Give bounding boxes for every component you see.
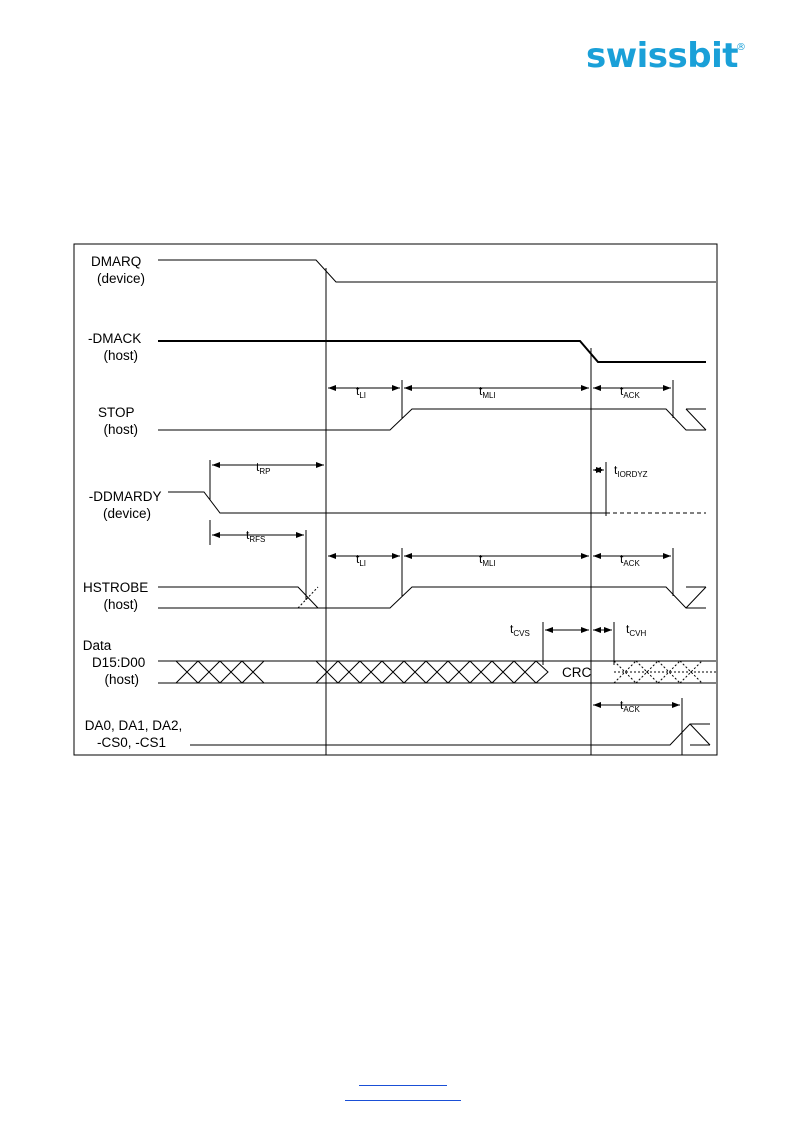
waveform-hstrobe-transition (297, 586, 707, 609)
swissbit-logo: swissbit ® (586, 36, 746, 76)
timing-label-hstrobe-li: tLI (356, 552, 366, 568)
timing-label-rp: tRP (256, 460, 270, 476)
waveform-stop (158, 408, 706, 431)
timing-label-iordyz: tIORDYZ (614, 463, 648, 479)
timing-label-stop-li: tLI (356, 384, 366, 400)
brand-wordmark: swissbit (586, 36, 738, 76)
data-bus-crc-label: CRC (562, 665, 591, 680)
signal-label-ddmardy: -DDMARDY (device) (89, 489, 165, 521)
data-bus-dont-care (613, 660, 716, 684)
footer-link-2[interactable] (345, 1100, 461, 1101)
waveform-stop-transition (685, 408, 707, 431)
signal-label-stop: STOP (host) (98, 405, 138, 437)
waveform-addr-transition (689, 723, 711, 746)
waveform-dmarq (158, 259, 716, 283)
waveform-addr (190, 723, 710, 746)
timing-label-cvh: tCVH (626, 622, 646, 638)
waveform-dmack (158, 340, 706, 363)
timing-label-stop-mli: tMLI (479, 384, 496, 400)
timing-label-cvs: tCVS (510, 622, 530, 638)
diagram-frame (73, 243, 718, 756)
signal-label-data: Data D15:D00 (host) (83, 638, 149, 687)
signal-label-addr: DA0, DA1, DA2, -CS0, -CS1 (85, 718, 186, 750)
registered-mark: ® (736, 42, 746, 53)
timing-label-hstrobe-ack: tACK (620, 552, 640, 568)
timing-label-stop-ack: tACK (620, 384, 640, 400)
signal-label-dmack: -DMACK (host) (88, 331, 145, 363)
timing-label-addr-ack: tACK (620, 698, 640, 714)
timing-label-rfs: tRFS (246, 528, 265, 544)
data-bus-transitions (175, 660, 549, 684)
waveform-ddmardy (168, 491, 606, 514)
footer-link-1[interactable] (359, 1085, 447, 1086)
waveform-hstrobe-high (158, 586, 319, 609)
signal-label-dmarq: DMARQ (device) (91, 254, 145, 286)
signal-label-hstrobe: HSTROBE (host) (83, 580, 152, 612)
timing-label-hstrobe-mli: tMLI (479, 552, 496, 568)
waveform-hstrobe (158, 586, 706, 609)
